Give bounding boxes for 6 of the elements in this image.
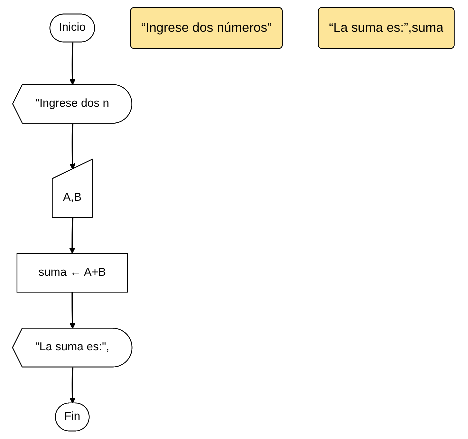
arrow [70,292,76,330]
arrow [70,218,76,254]
arrow [70,42,76,86]
arrow [70,124,76,170]
node-box: suma ← A+B [17,253,129,293]
arrow [70,368,76,404]
